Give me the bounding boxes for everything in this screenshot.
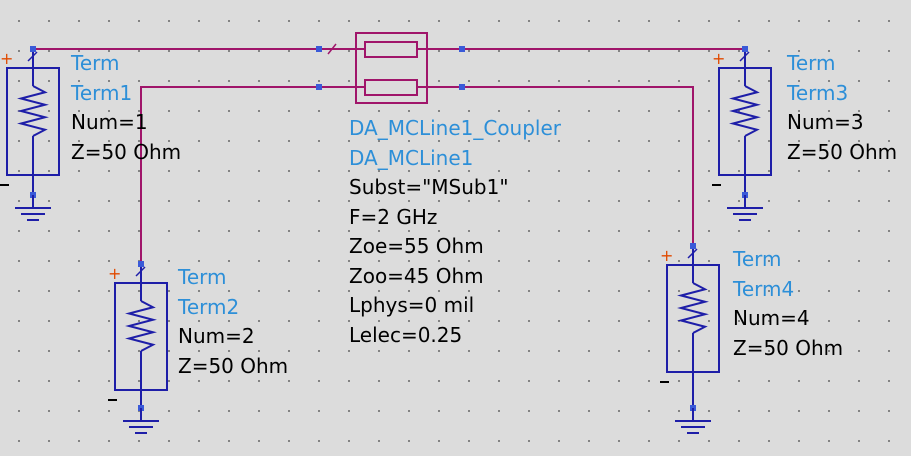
term3-type: Term	[787, 51, 836, 75]
coupler-type: DA_MCLine1_Coupler	[349, 116, 562, 140]
term4-num: Num=4	[733, 306, 810, 330]
plus-sign-icon: +	[660, 246, 673, 265]
ground-icon	[675, 420, 711, 434]
term4-symbol[interactable]: +	[660, 243, 720, 434]
term2-type: Term	[178, 265, 227, 289]
tick-mark	[135, 266, 146, 277]
tick-mark	[739, 51, 750, 62]
term4-label: Term Term4 Num=4 Z=50 Ohm	[733, 245, 843, 363]
ground-icon	[15, 207, 51, 221]
term1-z: Z=50 Ohm	[71, 139, 182, 164]
pin-node[interactable]	[742, 46, 748, 52]
pin-node[interactable]	[459, 46, 465, 52]
coupler-param-f: F=2 GHz	[349, 204, 438, 229]
term3-symbol[interactable]: +	[712, 46, 772, 221]
coupler-name: DA_MCLine1	[349, 145, 474, 170]
term3-num: Num=3	[787, 110, 864, 134]
term2-name: Term2	[178, 294, 240, 319]
term3-z: Z=50 Ohm	[787, 139, 898, 164]
tick-mark	[687, 248, 698, 259]
coupler-line-2	[364, 79, 418, 96]
plus-sign-icon: +	[108, 264, 121, 283]
coupler-label: DA_MCLine1_Coupler DA_MCLine1 Subst="MSu…	[349, 114, 561, 350]
term1-name: Term1	[71, 80, 133, 105]
coupler-symbol[interactable]	[355, 32, 428, 104]
coupler-param-subst: Subst="MSub1"	[349, 175, 509, 199]
resistor-icon	[17, 85, 49, 137]
term2-num: Num=2	[178, 324, 255, 348]
term1-label: Term Term1 Num=1 Z=50 Ohm	[71, 49, 181, 167]
resistor-icon	[677, 282, 709, 334]
pin-node[interactable]	[316, 46, 322, 52]
plus-sign-icon: +	[712, 49, 725, 68]
coupler-param-zoe: Zoe=55 Ohm	[349, 234, 484, 258]
coupler-param-zoo: Zoo=45 Ohm	[349, 263, 484, 288]
term1-symbol[interactable]: +	[0, 46, 60, 221]
pin-node[interactable]	[690, 243, 696, 249]
wire-tick	[327, 43, 337, 55]
pin-node[interactable]	[138, 261, 144, 267]
ground-icon	[727, 207, 763, 221]
resistor-icon	[729, 85, 761, 137]
coupler-outline	[355, 32, 428, 104]
ground-icon	[123, 420, 159, 434]
term1-num: Num=1	[71, 110, 148, 134]
resistor-icon	[125, 300, 157, 352]
term2-symbol[interactable]: +	[108, 261, 168, 434]
term2-label: Term Term2 Num=2 Z=50 Ohm	[178, 263, 288, 381]
term3-label: Term Term3 Num=3 Z=50 Ohm	[787, 49, 897, 167]
plus-sign-icon: +	[0, 49, 13, 68]
connection-pins	[316, 46, 465, 90]
term2-z: Z=50 Ohm	[178, 353, 289, 378]
coupler-line-1	[364, 41, 418, 58]
term4-name: Term4	[733, 276, 795, 301]
pin-node[interactable]	[30, 46, 36, 52]
term4-type: Term	[733, 247, 782, 271]
coupler-param-lelec: Lelec=0.25	[349, 322, 463, 347]
tick-mark	[27, 51, 38, 62]
term4-z: Z=50 Ohm	[733, 335, 844, 360]
term1-type: Term	[71, 51, 120, 75]
term3-name: Term3	[787, 80, 849, 105]
pin-node[interactable]	[459, 84, 465, 90]
pin-node[interactable]	[316, 84, 322, 90]
coupler-param-lphys: Lphys=0 mil	[349, 293, 475, 317]
